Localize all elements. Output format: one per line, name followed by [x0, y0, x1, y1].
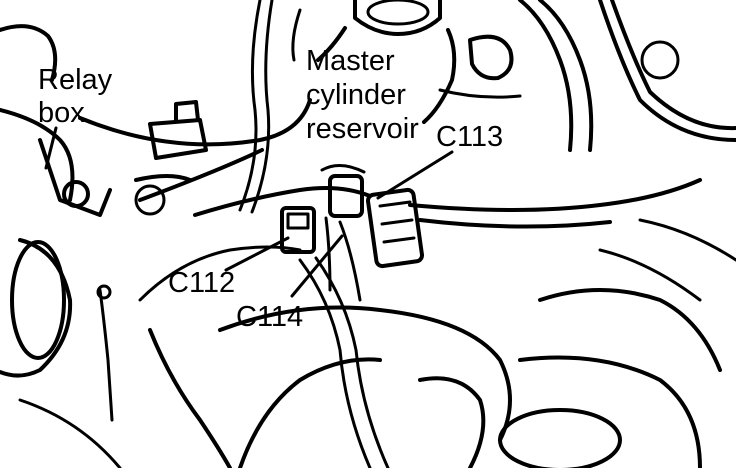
relay-box-leader — [44, 126, 58, 170]
relay-box-label-line1: Relay — [38, 64, 113, 96]
master-cylinder-label-line2: cylinder — [306, 79, 406, 111]
c113-leader — [376, 150, 454, 200]
c112-leader — [224, 236, 290, 272]
hoses — [78, 0, 736, 468]
relay-box-label-line2: box — [38, 97, 85, 129]
c114-leader — [290, 234, 344, 298]
master-cylinder-label-line1: Master — [306, 45, 395, 77]
c114-label: C114 — [236, 301, 303, 333]
reservoir-drawing — [291, 0, 457, 124]
lower-engine-drawing — [18, 34, 736, 468]
bracket-drawing — [134, 100, 208, 216]
master-cylinder-label-line3: reservoir — [306, 113, 419, 145]
c113-label: C113 — [436, 121, 503, 153]
relay-box-drawing — [0, 24, 114, 422]
callout-labels: Relay box Master cylinder reservoir C113… — [38, 45, 503, 333]
connector-drawings — [280, 164, 425, 302]
c112-label: C112 — [168, 267, 235, 299]
leader-lines — [44, 126, 454, 298]
